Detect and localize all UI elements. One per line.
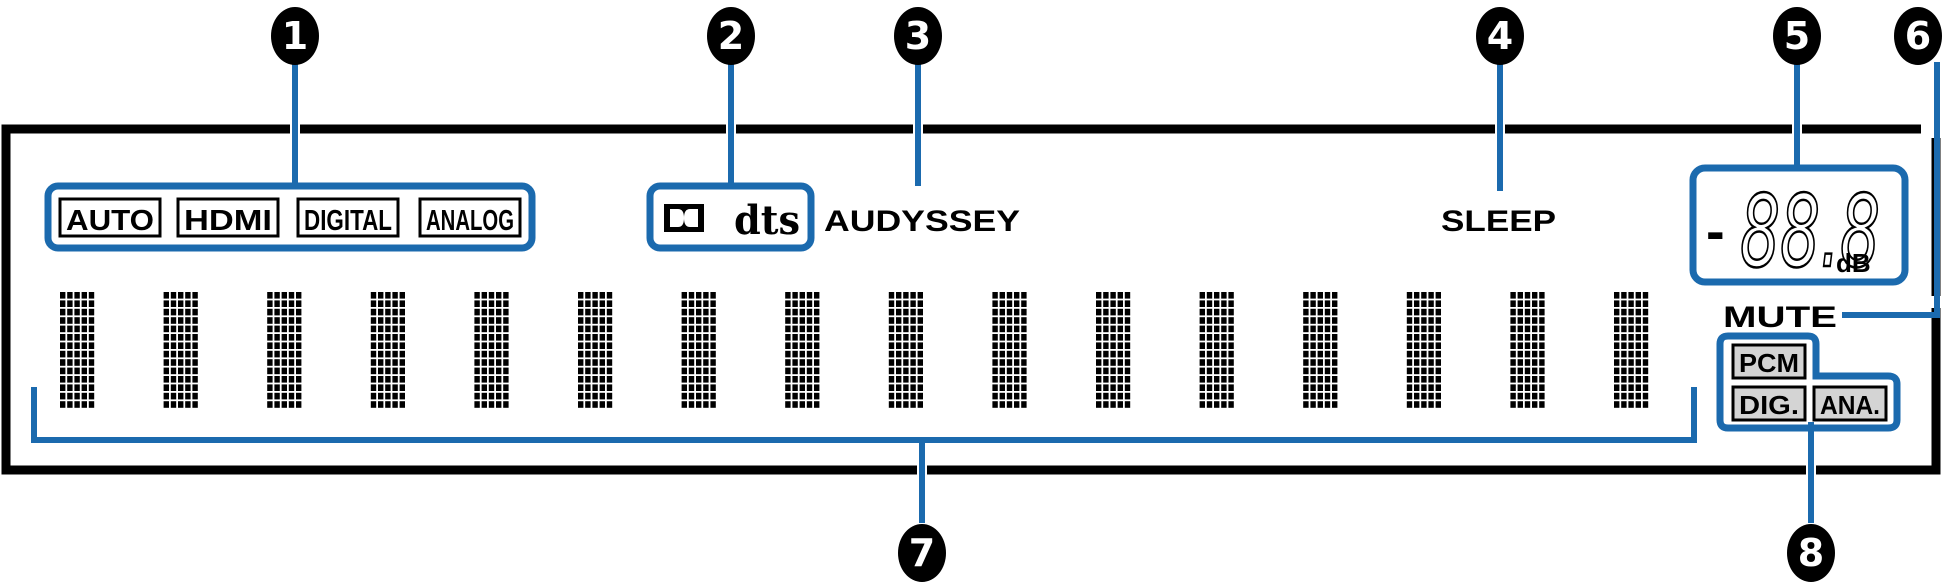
dot-matrix-character-cell [992, 292, 1027, 408]
dot-matrix-character-cell [1406, 292, 1441, 408]
input-indicator-auto: AUTO [58, 197, 162, 238]
signal-indicator-ana: ANA. [1812, 385, 1888, 422]
input-indicator-auto-label: AUTO [66, 205, 154, 237]
dot-matrix-character-cell [1510, 292, 1545, 408]
mute-indicator: MUTE [1723, 301, 1837, 334]
callout-7: 7 [898, 524, 946, 582]
dot-matrix-character-cell [163, 292, 198, 408]
dot-matrix-character-cell [1614, 292, 1649, 408]
dot-matrix-character-cell [60, 292, 95, 408]
volume-sign: - [1706, 199, 1725, 262]
callout-badge-3 [894, 7, 942, 65]
signal-indicator-dig-label: DIG. [1739, 390, 1799, 420]
callout-number-6: 6 [1905, 14, 1931, 58]
callout-1: 1 [271, 7, 319, 65]
input-indicator-hdmi-label: HDMI [184, 205, 272, 237]
input-indicator-digital: DIGITAL [296, 197, 400, 238]
dot-matrix-character-cell [785, 292, 820, 408]
input-indicator-analog-label: ANALOG [426, 205, 514, 237]
signal-indicator-dig: DIG. [1731, 385, 1807, 422]
dts-logo-icon: dts [734, 197, 800, 244]
callout-number-7: 7 [909, 531, 935, 575]
callout-number-4: 4 [1487, 14, 1513, 58]
callout-badge-1 [271, 7, 319, 65]
volume-digits: 88.8 [1740, 173, 1880, 290]
callout-number-3: 3 [905, 14, 931, 58]
callout-badge-5 [1773, 7, 1821, 65]
input-indicator-digital-label: DIGITAL [304, 205, 392, 237]
sleep-indicator: SLEEP [1441, 205, 1556, 238]
dot-matrix-character-cell [370, 292, 405, 408]
callout-badge-2 [707, 7, 755, 65]
callout-number-1: 1 [282, 14, 308, 58]
callout-badge-7 [898, 524, 946, 582]
dot-matrix-character-cell [681, 292, 716, 408]
decoder-indicators-group [646, 182, 815, 252]
signal-indicator-pcm-label: PCM [1739, 348, 1799, 378]
callout-5: 5 [1773, 7, 1821, 65]
audyssey-indicator: AUDYSSEY [824, 205, 1020, 238]
volume-display-group [1689, 164, 1909, 286]
dolby-logo-icon: DD [0, 0, 704, 232]
signal-indicators-group [1716, 332, 1901, 432]
input-indicator-hdmi: HDMI [176, 197, 280, 238]
dot-matrix-display [60, 292, 1649, 408]
volume-unit: dB [1836, 248, 1871, 278]
callout-number-8: 8 [1798, 531, 1824, 575]
dot-matrix-character-cell [1096, 292, 1131, 408]
callout-3: 3 [894, 7, 942, 65]
signal-indicator-ana-label: ANA. [1820, 390, 1880, 420]
dot-matrix-character-cell [267, 292, 302, 408]
dot-matrix-character-cell [1303, 292, 1338, 408]
volume-display: - 88.8 dB [1706, 172, 1881, 292]
callout-badge-6 [1894, 7, 1942, 65]
dot-matrix-character-cell [474, 292, 509, 408]
callout-2: 2 [707, 7, 755, 65]
dolby-logo-text: DD [0, 0, 2, 1]
signal-indicator-pcm: PCM [1731, 343, 1807, 380]
callout-4: 4 [1476, 7, 1524, 65]
input-indicator-analog: ANALOG [418, 197, 522, 238]
callout-6: 6 [1894, 7, 1942, 65]
dot-matrix-character-cell [888, 292, 923, 408]
dot-matrix-character-cell [578, 292, 613, 408]
callout-badge-8 [1787, 524, 1835, 582]
callout-badge-4 [1476, 7, 1524, 65]
input-indicators-group [44, 182, 536, 252]
callout-number-2: 2 [718, 14, 744, 58]
callout-8: 8 [1787, 524, 1835, 582]
dot-matrix-character-cell [1199, 292, 1234, 408]
callout-number-5: 5 [1784, 14, 1810, 58]
